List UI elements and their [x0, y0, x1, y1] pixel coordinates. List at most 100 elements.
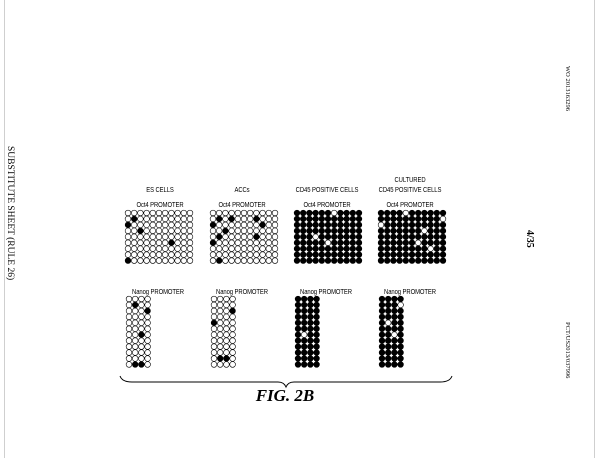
- col2-title: ACCs: [234, 185, 250, 194]
- methylated-cpg-dot: [397, 295, 404, 303]
- methylated-cpg-dot: [377, 257, 385, 264]
- unmethylated-cpg-dot: [124, 233, 132, 240]
- unmethylated-cpg-dot: [209, 251, 217, 258]
- unmethylated-cpg-dot: [174, 209, 181, 217]
- cd45-oct4-methylation-grid: [293, 209, 363, 264]
- unmethylated-cpg-dot: [155, 209, 163, 217]
- methylated-cpg-dot: [168, 239, 175, 246]
- methylated-cpg-dot: [294, 295, 302, 303]
- methylated-cpg-dot: [301, 295, 308, 303]
- cultured-cd45-oct4-methylation-grid: [377, 209, 447, 264]
- methylated-cpg-dot: [343, 221, 350, 229]
- unmethylated-cpg-dot: [155, 239, 163, 246]
- unmethylated-cpg-dot: [125, 319, 133, 326]
- unmethylated-cpg-dot: [247, 215, 254, 223]
- unmethylated-cpg-dot: [222, 221, 229, 229]
- methylated-cpg-dot: [301, 343, 308, 350]
- methylated-cpg-dot: [300, 257, 307, 264]
- methylated-cpg-dot: [378, 355, 386, 362]
- methylated-cpg-dot: [216, 257, 223, 264]
- methylated-cpg-dot: [427, 233, 434, 240]
- col1-nanog-label: Nanog PROMOTER: [132, 287, 184, 296]
- methylated-cpg-dot: [313, 319, 320, 326]
- methylated-cpg-dot: [144, 307, 151, 315]
- methylated-cpg-dot: [307, 295, 314, 303]
- unmethylated-cpg-dot: [210, 349, 218, 356]
- methylated-cpg-dot: [355, 227, 363, 235]
- methylated-cpg-dot: [306, 233, 313, 240]
- unmethylated-cpg-dot: [240, 221, 248, 229]
- unmethylated-cpg-dot: [144, 343, 151, 350]
- methylated-cpg-dot: [427, 251, 434, 258]
- methylated-cpg-dot: [355, 239, 363, 246]
- unmethylated-cpg-dot: [125, 313, 133, 321]
- methylated-cpg-dot: [396, 245, 403, 252]
- unmethylated-cpg-dot: [222, 245, 229, 252]
- unmethylated-cpg-dot: [253, 227, 260, 235]
- unmethylated-cpg-dot: [324, 239, 332, 246]
- unmethylated-cpg-dot: [240, 251, 248, 258]
- methylated-cpg-dot: [385, 343, 392, 350]
- methylated-cpg-dot: [396, 257, 403, 264]
- methylated-cpg-dot: [402, 245, 409, 252]
- unmethylated-cpg-dot: [144, 349, 151, 356]
- unmethylated-cpg-dot: [210, 295, 218, 303]
- unmethylated-cpg-dot: [125, 331, 133, 338]
- methylated-cpg-dot: [390, 227, 397, 235]
- unmethylated-cpg-dot: [149, 215, 156, 223]
- methylated-cpg-dot: [318, 221, 325, 229]
- unmethylated-cpg-dot: [155, 251, 163, 258]
- methylated-cpg-dot: [377, 233, 385, 240]
- methylated-cpg-dot: [312, 257, 319, 264]
- unmethylated-cpg-dot: [229, 343, 236, 350]
- unmethylated-cpg-dot: [168, 245, 175, 252]
- unmethylated-cpg-dot: [391, 331, 398, 338]
- unmethylated-cpg-dot: [138, 355, 145, 362]
- methylated-cpg-dot: [294, 307, 302, 315]
- methylated-cpg-dot: [439, 221, 447, 229]
- unmethylated-cpg-dot: [162, 221, 169, 229]
- methylated-cpg-dot: [312, 215, 319, 223]
- unmethylated-cpg-dot: [271, 257, 279, 264]
- methylated-cpg-dot: [138, 361, 145, 368]
- unmethylated-cpg-dot: [253, 221, 260, 229]
- cd45-nanog-methylation-grid: [294, 295, 320, 368]
- unmethylated-cpg-dot: [209, 257, 217, 264]
- methylated-cpg-dot: [307, 331, 314, 338]
- methylated-cpg-dot: [391, 295, 398, 303]
- methylated-cpg-dot: [384, 245, 391, 252]
- unmethylated-cpg-dot: [125, 325, 133, 332]
- unmethylated-cpg-dot: [229, 355, 236, 362]
- unmethylated-cpg-dot: [265, 215, 272, 223]
- unmethylated-cpg-dot: [155, 245, 163, 252]
- unmethylated-cpg-dot: [144, 295, 151, 303]
- unmethylated-cpg-dot: [228, 209, 235, 217]
- methylated-cpg-dot: [439, 209, 447, 217]
- methylated-cpg-dot: [318, 251, 325, 258]
- unmethylated-cpg-dot: [385, 319, 392, 326]
- methylated-cpg-dot: [391, 325, 398, 332]
- methylated-cpg-dot: [301, 361, 308, 368]
- methylated-cpg-dot: [293, 245, 301, 252]
- methylated-cpg-dot: [300, 209, 307, 217]
- unmethylated-cpg-dot: [149, 251, 156, 258]
- unmethylated-cpg-dot: [223, 361, 230, 368]
- methylated-cpg-dot: [427, 227, 434, 235]
- methylated-cpg-dot: [331, 221, 338, 229]
- unmethylated-cpg-dot: [180, 215, 187, 223]
- unmethylated-cpg-dot: [259, 233, 266, 240]
- methylated-cpg-dot: [229, 307, 236, 315]
- unmethylated-cpg-dot: [229, 349, 236, 356]
- methylated-cpg-dot: [349, 257, 356, 264]
- methylated-cpg-dot: [343, 257, 350, 264]
- unmethylated-cpg-dot: [131, 251, 138, 258]
- methylated-cpg-dot: [294, 361, 302, 368]
- methylated-cpg-dot: [433, 209, 440, 217]
- unmethylated-cpg-dot: [144, 337, 151, 344]
- methylated-cpg-dot: [307, 307, 314, 315]
- methylated-cpg-dot: [421, 221, 428, 229]
- unmethylated-cpg-dot: [180, 233, 187, 240]
- methylated-cpg-dot: [253, 215, 260, 223]
- unmethylated-cpg-dot: [144, 325, 151, 332]
- methylated-cpg-dot: [343, 227, 350, 235]
